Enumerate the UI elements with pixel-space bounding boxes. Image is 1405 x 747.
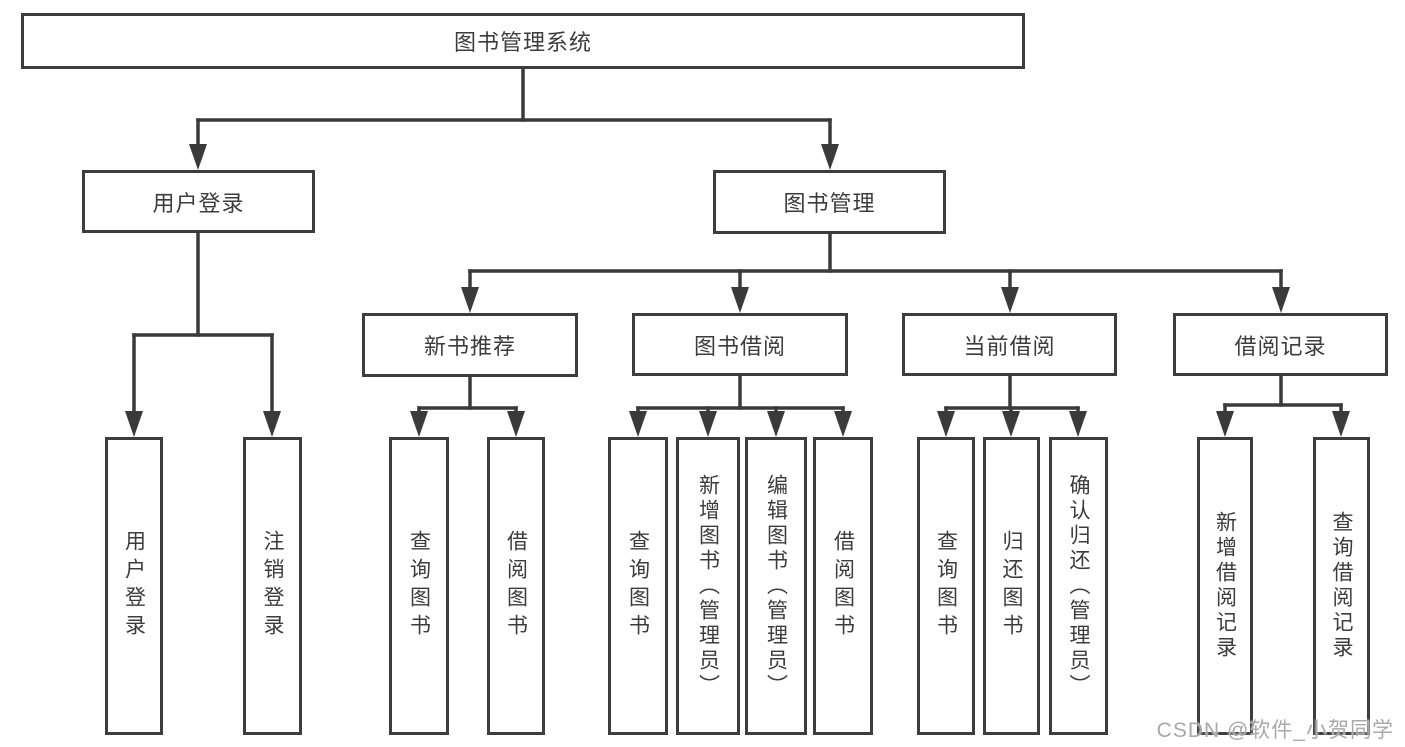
leaf-add-books-admin: 新增图书（管理员）	[676, 437, 740, 735]
leaf-query-books-recommend: 查询图书	[389, 437, 449, 735]
leaf-query-books-current: 查询图书	[917, 437, 975, 735]
leaf-query-books-borrow: 查询图书	[608, 437, 668, 735]
leaf-label: 新增借阅记录	[1213, 511, 1237, 661]
leaf-label: 归还图书	[1000, 530, 1023, 642]
node-book-borrow: 图书借阅	[632, 313, 848, 376]
node-library-system: 图书管理系统	[21, 13, 1025, 69]
leaf-borrow-books-recommend: 借阅图书	[487, 437, 545, 735]
csdn-watermark: CSDN @软件_小贺同学	[1156, 719, 1394, 742]
leaf-user-login: 用户登录	[105, 437, 163, 735]
leaf-label: 查询图书	[626, 530, 650, 642]
leaf-query-borrow-record: 查询借阅记录	[1313, 437, 1370, 735]
leaf-borrow-books: 借阅图书	[813, 437, 873, 735]
leaf-label: 借阅图书	[504, 530, 528, 642]
leaf-label: 查询图书	[934, 530, 958, 642]
leaf-confirm-return-admin: 确认归还（管理员）	[1049, 437, 1108, 735]
leaf-label: 用户登录	[122, 530, 146, 642]
leaf-label: 确认归还（管理员）	[1067, 473, 1090, 699]
leaf-label: 查询借阅记录	[1330, 511, 1353, 661]
leaf-logout: 注销登录	[243, 437, 302, 735]
node-current-borrow: 当前借阅	[902, 313, 1117, 376]
node-borrow-records: 借阅记录	[1173, 313, 1388, 376]
node-user-login: 用户登录	[82, 170, 315, 233]
leaf-edit-books-admin: 编辑图书（管理员）	[745, 437, 807, 735]
leaf-return-books: 归还图书	[983, 437, 1040, 735]
leaf-add-borrow-record: 新增借阅记录	[1197, 437, 1253, 735]
node-new-book-recommend: 新书推荐	[362, 313, 578, 377]
leaf-label: 新增图书（管理员）	[696, 473, 720, 699]
leaf-label: 借阅图书	[831, 530, 855, 642]
node-book-management: 图书管理	[713, 170, 946, 234]
leaf-label: 编辑图书（管理员）	[764, 473, 788, 699]
leaf-label: 查询图书	[407, 530, 431, 642]
leaf-label: 注销登录	[261, 530, 284, 642]
